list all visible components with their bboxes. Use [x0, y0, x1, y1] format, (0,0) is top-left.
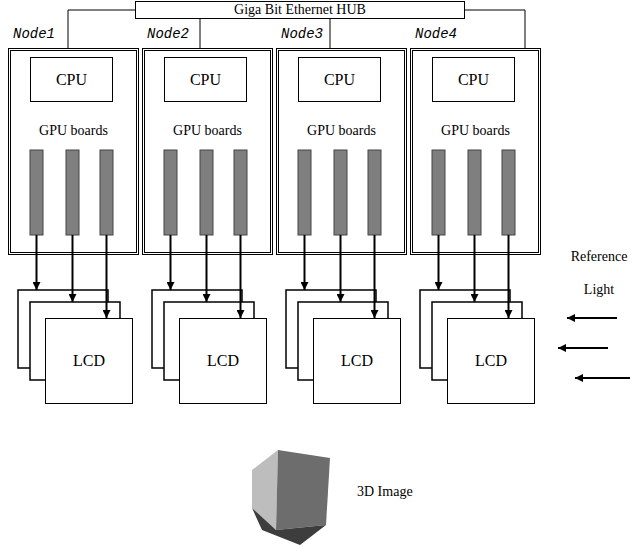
cpu-box: CPU [298, 57, 381, 102]
node-text: LCD [73, 352, 105, 370]
cpu-box: CPU [164, 57, 247, 102]
cpu-box: CPU [432, 57, 515, 102]
reference-light-label: Reference Light [562, 240, 636, 306]
network-link [465, 10, 525, 48]
signal-arrow [374, 255, 376, 318]
node-text: GPU boards [11, 123, 136, 139]
node-box: Node2GPU boardsCPU [142, 48, 273, 255]
node-heading: Node3 [281, 26, 323, 42]
lcd-panel: LCD [45, 318, 133, 404]
lcd-panel: LCD [313, 318, 401, 404]
reference-light-arrow [575, 377, 630, 379]
node-text: CPU [190, 71, 221, 89]
node-text: LCD [207, 352, 239, 370]
node-text: Giga Bit Ethernet HUB [234, 2, 366, 18]
lcd-panel: LCD [447, 318, 535, 404]
lcd-panel: LCD [179, 318, 267, 404]
signal-arrow [240, 255, 242, 318]
node-text: CPU [458, 71, 489, 89]
cpu-box: CPU [30, 57, 113, 102]
node-text: LCD [341, 352, 373, 370]
reference-light-arrow [558, 347, 608, 349]
cube-face [252, 450, 278, 530]
network-link [330, 19, 331, 48]
node-text: GPU boards [145, 123, 270, 139]
cube-face [252, 508, 326, 545]
node-text: CPU [56, 71, 87, 89]
cube-face [276, 450, 330, 530]
hub-box: Giga Bit Ethernet HUB [135, 1, 465, 19]
network-link [200, 19, 201, 48]
node-box: Node1GPU boardsCPU [8, 48, 139, 255]
signal-arrow [508, 255, 510, 318]
node-heading: Node4 [415, 26, 457, 42]
reference-light-arrow [567, 317, 617, 319]
node-heading: Node1 [13, 26, 55, 42]
node-text: LCD [475, 352, 507, 370]
node-box: Node4GPU boardsCPU [410, 48, 541, 255]
image-label: 3D Image [357, 484, 413, 500]
node-heading: Node2 [147, 26, 189, 42]
node-text: CPU [324, 71, 355, 89]
node-box: Node3GPU boardsCPU [276, 48, 407, 255]
network-link [68, 10, 135, 48]
node-text: GPU boards [413, 123, 538, 139]
node-text: GPU boards [279, 123, 404, 139]
signal-arrow [106, 255, 108, 318]
